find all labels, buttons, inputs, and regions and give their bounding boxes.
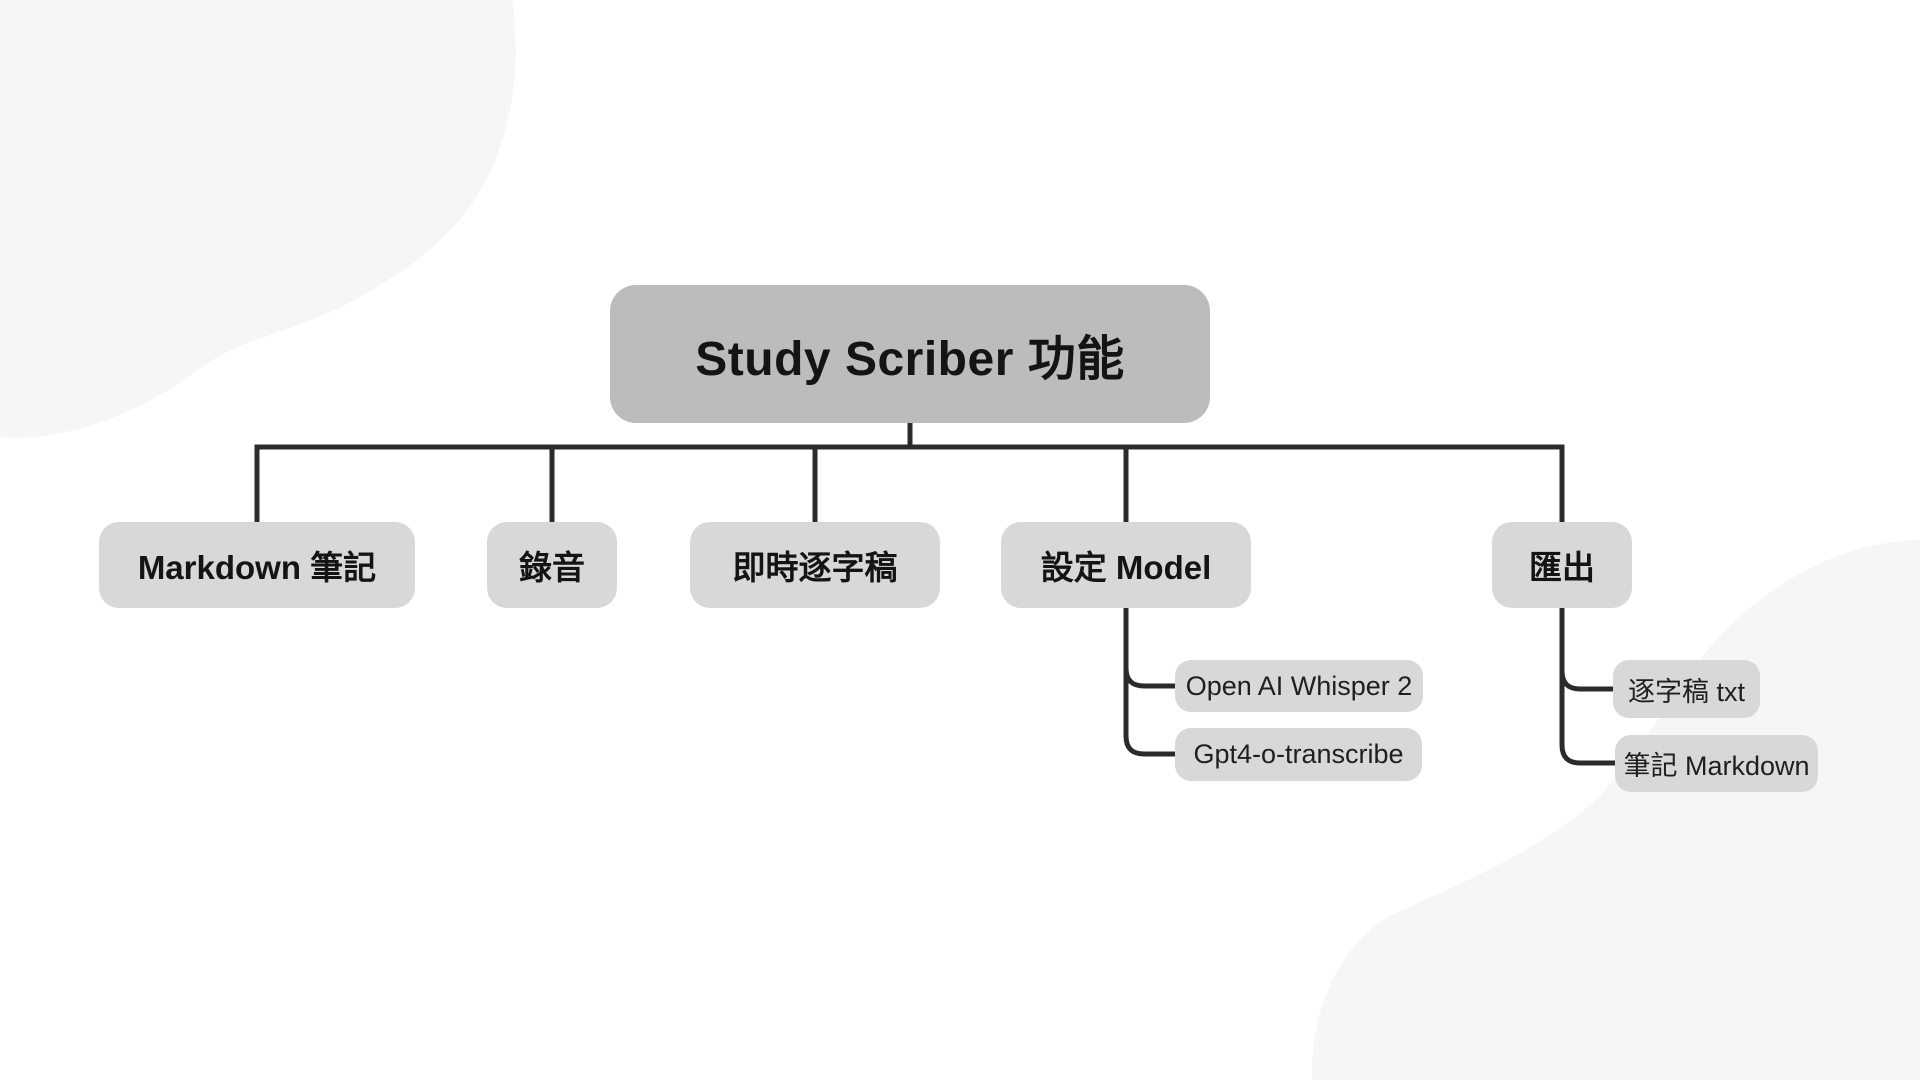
leaf-node-gpt4o-transcribe[interactable]: Gpt4-o-transcribe <box>1175 728 1422 781</box>
branch-node-label: Markdown 筆記 <box>137 549 377 586</box>
blob-top-left <box>0 0 516 438</box>
leaf-node-label: 筆記 Markdown <box>1623 751 1810 781</box>
branch-node-label: 設定 Model <box>1040 549 1212 586</box>
branch-node-export[interactable]: 匯出 <box>1492 522 1632 608</box>
leaf-node-transcript-txt[interactable]: 逐字稿 txt <box>1613 660 1760 718</box>
connector-export-child-2 <box>1559 607 1616 766</box>
branch-node-label: 匯出 <box>1529 549 1595 586</box>
branch-node-label: 錄音 <box>519 549 585 586</box>
root-node[interactable]: Study Scriber 功能 <box>610 285 1210 423</box>
leaf-node-label: 逐字稿 txt <box>1627 676 1745 707</box>
blob-bottom-right <box>1311 540 1920 1080</box>
leaf-node-openai-whisper[interactable]: Open AI Whisper 2 <box>1175 660 1423 712</box>
leaf-node-notes-markdown[interactable]: 筆記 Markdown <box>1615 735 1818 792</box>
connector-rail <box>254 444 1565 523</box>
connector-model-child-1 <box>1123 667 1176 689</box>
connector-model-child-2 <box>1123 607 1176 757</box>
leaf-node-label: Gpt4-o-transcribe <box>1193 739 1404 769</box>
branch-node-markdown-notes[interactable]: Markdown 筆記 <box>99 522 415 608</box>
leaf-node-label: Open AI Whisper 2 <box>1185 670 1413 701</box>
branch-node-label: 即時逐字稿 <box>732 549 898 586</box>
branch-node-model-settings[interactable]: 設定 Model <box>1001 522 1251 608</box>
connector-export-child-1 <box>1559 670 1614 692</box>
branch-node-recording[interactable]: 錄音 <box>487 522 617 608</box>
root-node-label: Study Scriber 功能 <box>695 333 1125 386</box>
branch-node-realtime-transcript[interactable]: 即時逐字稿 <box>690 522 940 608</box>
